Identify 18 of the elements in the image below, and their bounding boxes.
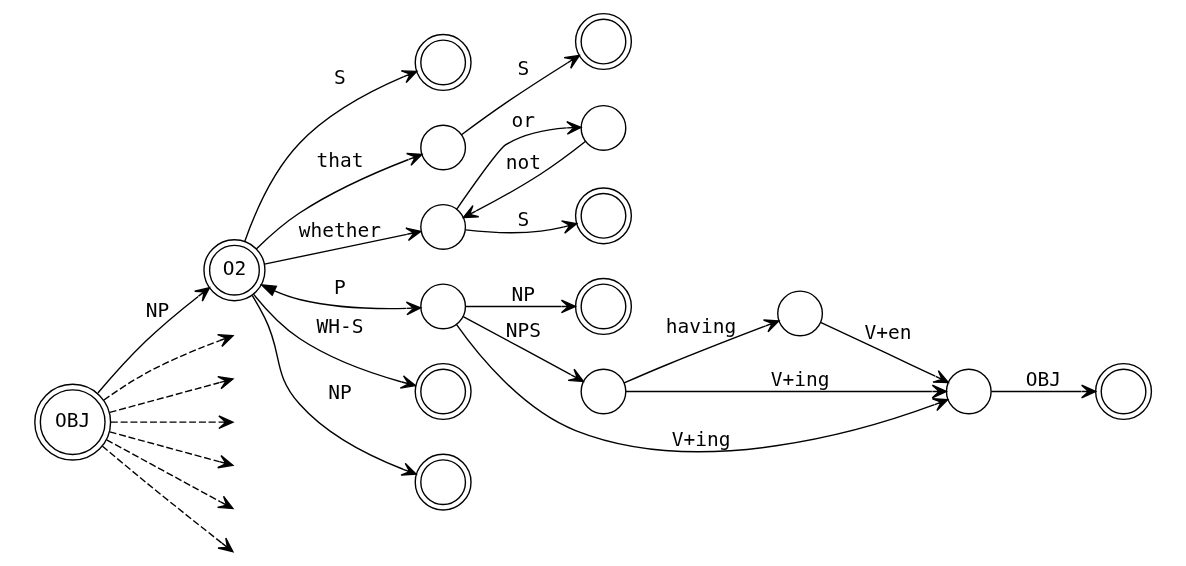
edge-label: OBJ bbox=[1025, 368, 1061, 392]
edge-label: NP bbox=[511, 283, 536, 307]
edge-label: V+en bbox=[864, 320, 912, 344]
edge-label: having bbox=[665, 315, 737, 339]
edge-label: NP bbox=[328, 380, 352, 404]
edge-label: that bbox=[316, 149, 364, 173]
edge-label: NPS bbox=[505, 319, 541, 343]
edge-label: P bbox=[334, 276, 346, 300]
edge-label: S bbox=[334, 65, 346, 89]
edge-label: whether bbox=[298, 219, 382, 243]
edge-label: S bbox=[517, 207, 530, 231]
edge-label: V+ing bbox=[671, 428, 731, 452]
edge-label: not bbox=[505, 150, 541, 174]
edge-label: S bbox=[517, 57, 530, 81]
edge-label: WH-S bbox=[316, 315, 364, 339]
edge-label: V+ing bbox=[770, 368, 830, 392]
edge-label: NP bbox=[145, 298, 170, 322]
edge-label: or bbox=[511, 108, 536, 132]
